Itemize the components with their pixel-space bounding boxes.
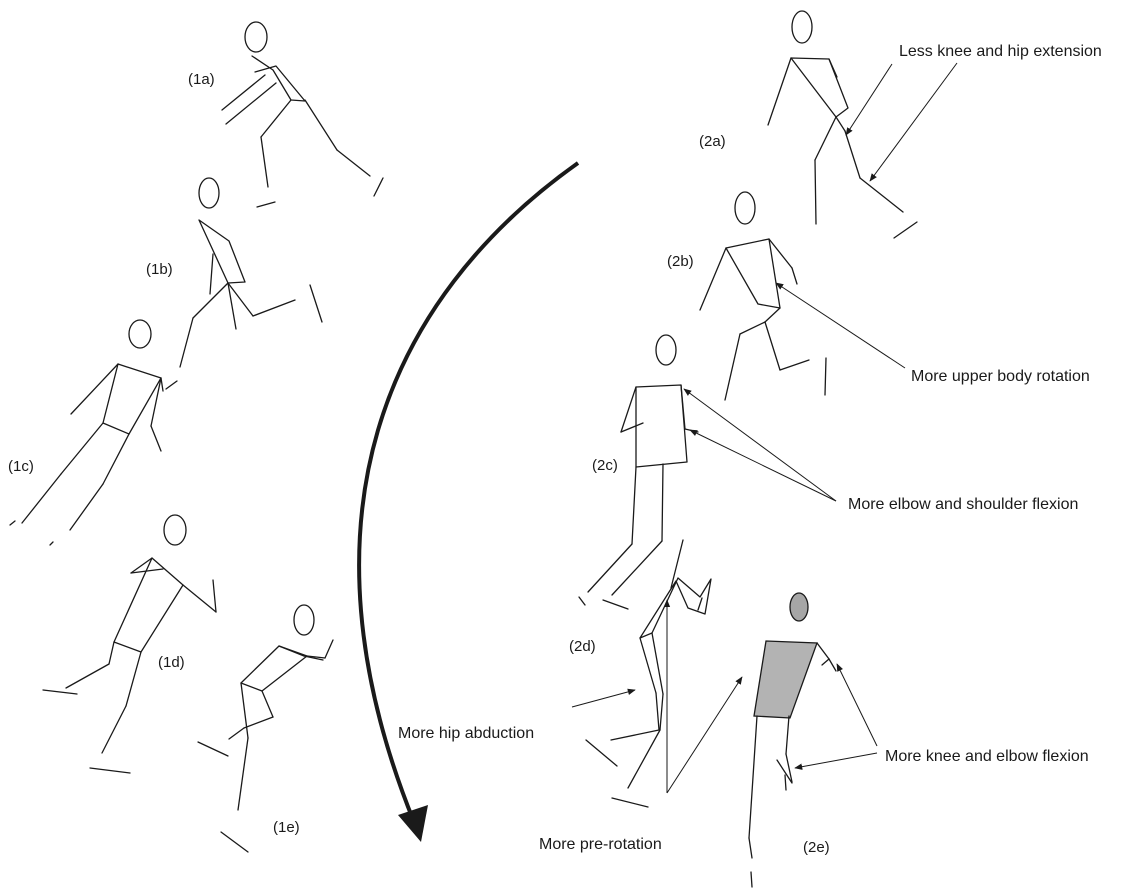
- sequence-arrow-head: [398, 805, 428, 842]
- annotation-arrows: [571, 62, 958, 794]
- stick-figure-1d: [42, 514, 217, 774]
- sequence-arrow: [357, 161, 580, 823]
- annotation-elbow-shoulder-flexion: More elbow and shoulder flexion: [848, 496, 1078, 513]
- stick-figure-2b: [699, 191, 827, 401]
- label-1b: (1b): [146, 261, 173, 278]
- label-2b: (2b): [667, 253, 694, 270]
- label-2d: (2d): [569, 638, 596, 655]
- annotation-upper-body-rotation: More upper body rotation: [911, 368, 1090, 385]
- stick-figure-1e: [197, 604, 334, 853]
- stick-figure-2a: [767, 10, 918, 239]
- annotation-knee-hip-extension: Less knee and hip extension: [899, 43, 1102, 60]
- annotation-knee-elbow-flexion: More knee and elbow flexion: [885, 748, 1089, 765]
- label-2a: (2a): [699, 133, 726, 150]
- stick-figure-2c: [578, 334, 699, 610]
- label-2e: (2e): [803, 839, 830, 856]
- stick-figure-1c: [9, 319, 164, 546]
- label-2c: (2c): [592, 457, 618, 474]
- label-1d: (1d): [158, 654, 185, 671]
- stick-figure-1b: [165, 177, 323, 390]
- stick-figure-1a: [221, 21, 384, 208]
- stick-figure-2d: [585, 577, 712, 808]
- annotation-pre-rotation: More pre-rotation: [539, 836, 662, 853]
- annotation-hip-abduction: More hip abduction: [398, 725, 534, 742]
- label-1a: (1a): [188, 71, 215, 88]
- stick-figure-2e: [748, 592, 837, 888]
- label-1e: (1e): [273, 819, 300, 836]
- label-1c: (1c): [8, 458, 34, 475]
